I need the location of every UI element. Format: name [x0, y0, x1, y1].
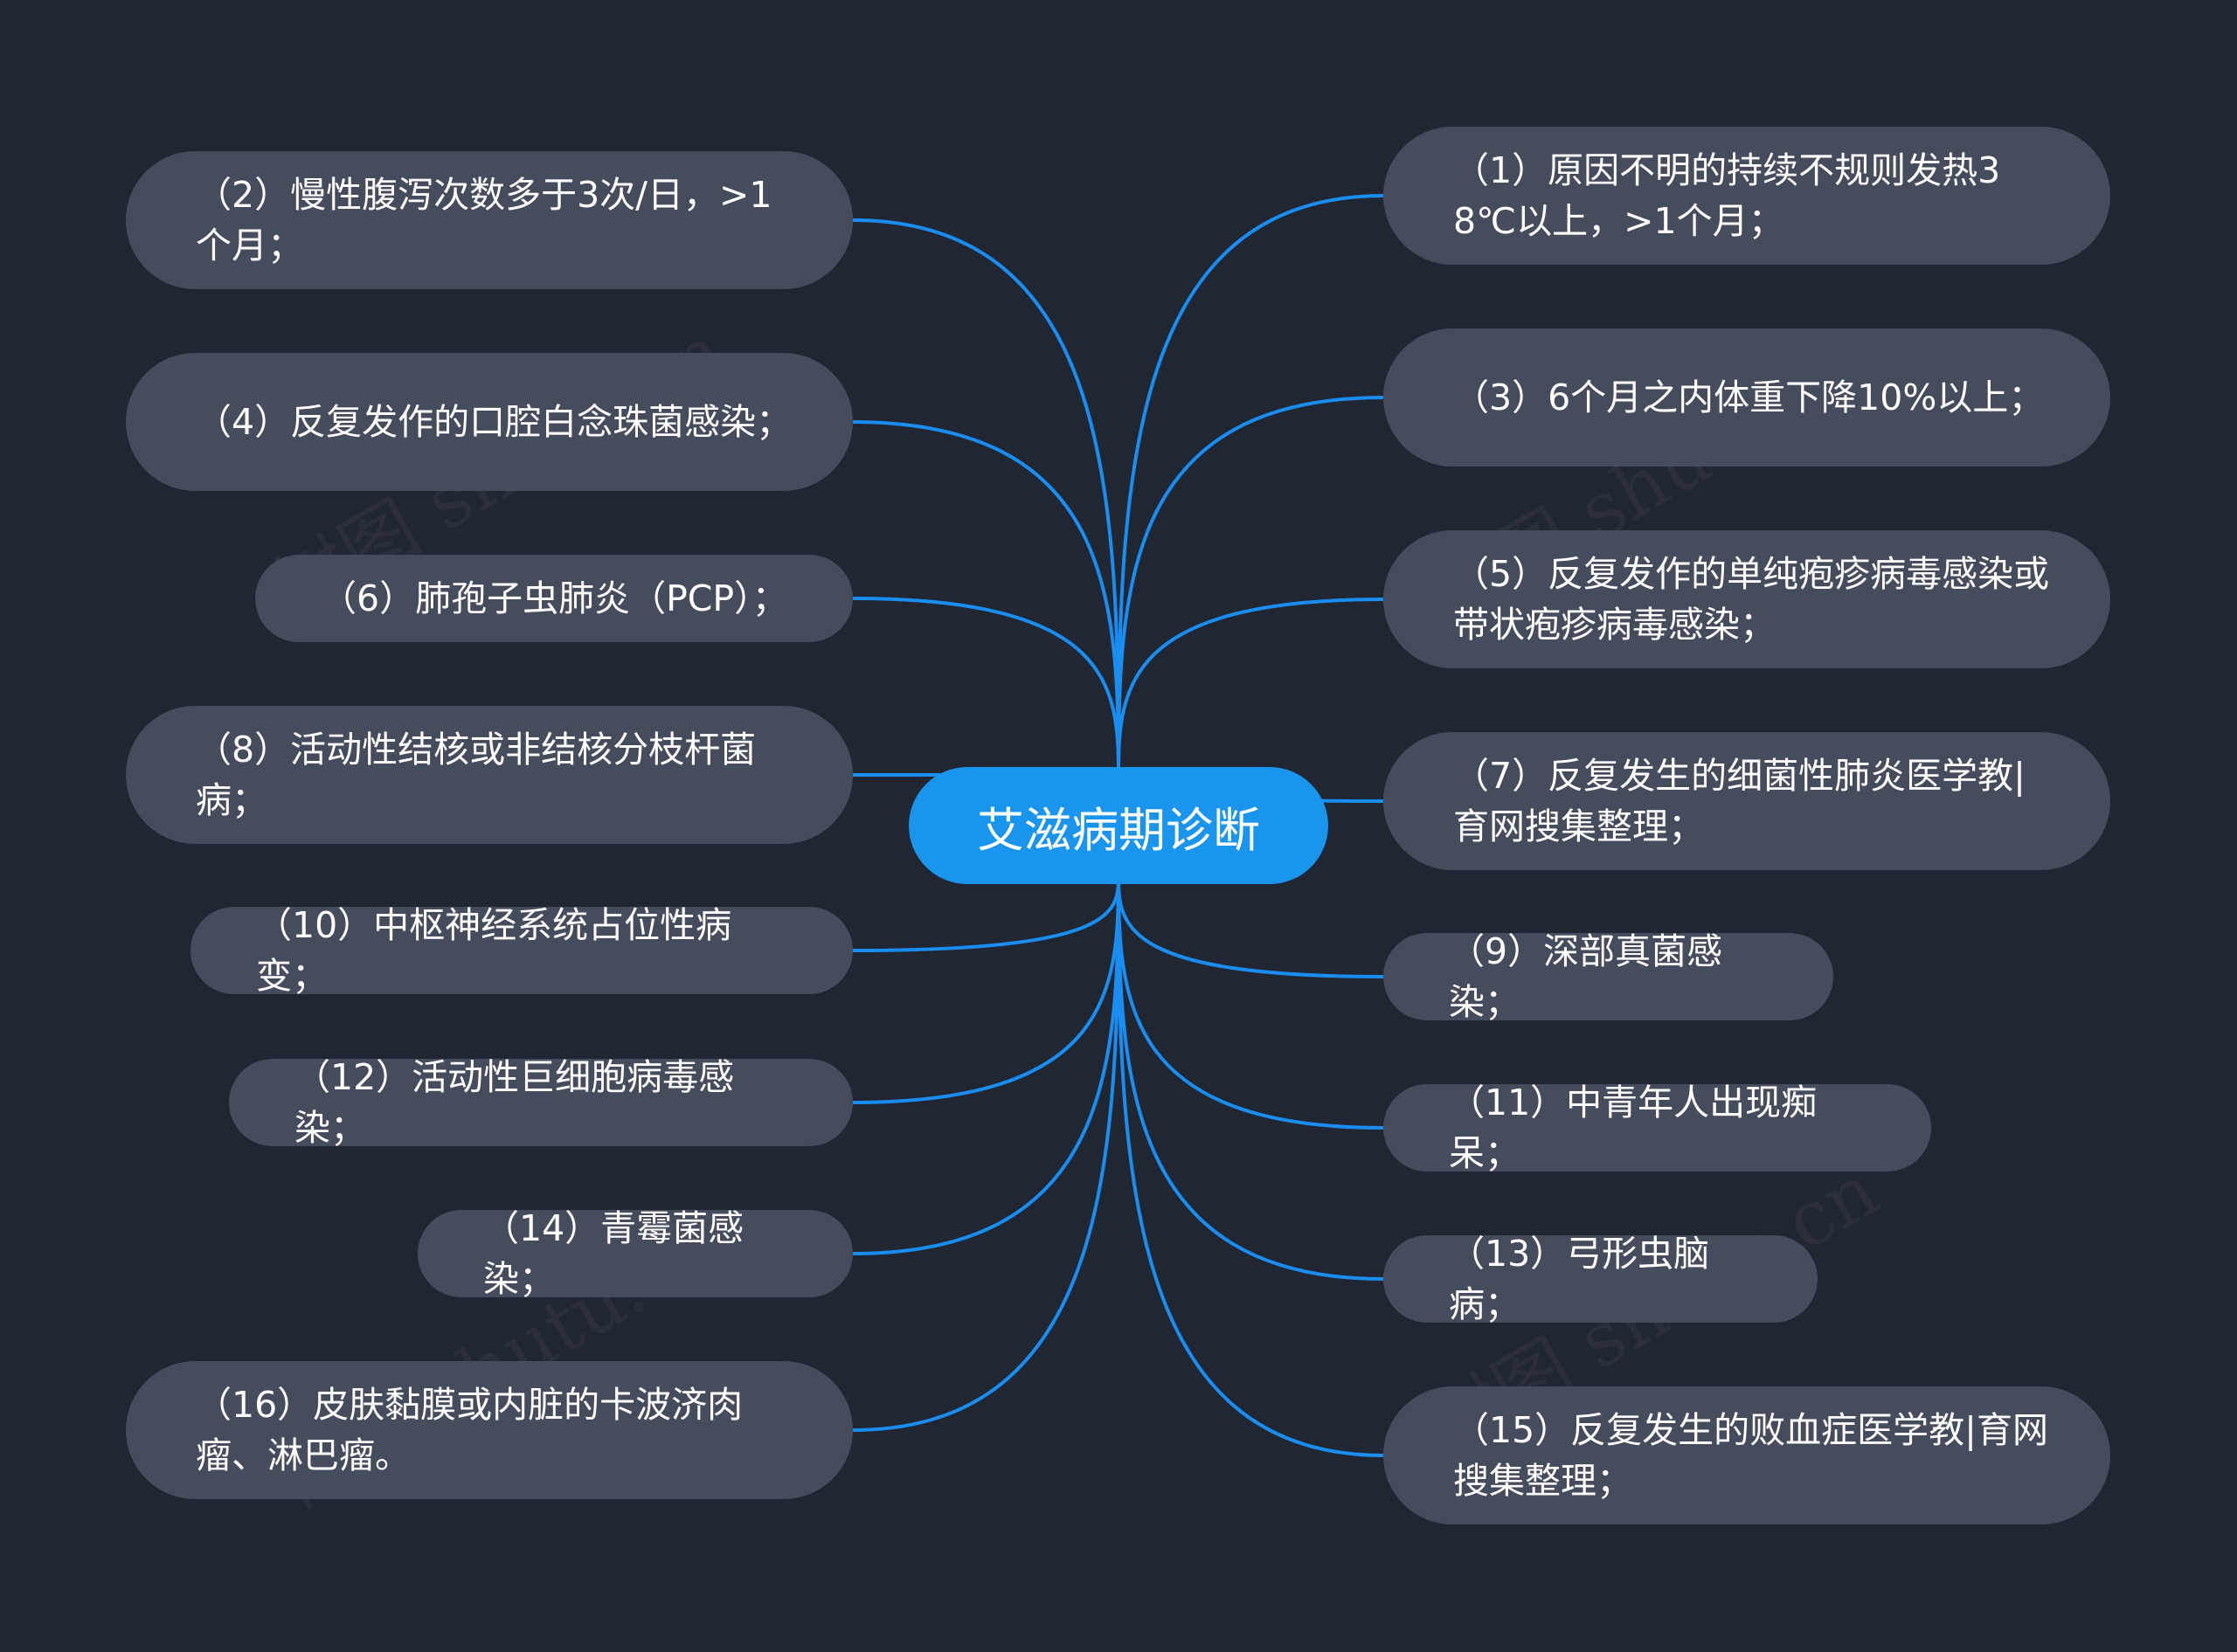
branch-label: （16）皮肤黏膜或内脏的卡波济肉瘤、淋巴瘤。 — [196, 1384, 744, 1476]
branch-label: （4）反复发作的口腔白念珠菌感染； — [196, 401, 793, 443]
branch-node-7[interactable]: （7）反复发生的细菌性肺炎医学教|育网搜集整理； — [1383, 732, 2110, 870]
branch-node-10[interactable]: （10）中枢神经系统占位性病变； — [190, 904, 853, 997]
branch-label: （7）反复发生的细菌性肺炎医学教|育网搜集整理； — [1453, 755, 2026, 847]
branch-node-8[interactable]: （8）活动性结核或非结核分枝杆菌病； — [126, 706, 853, 844]
connector-n13 — [1117, 877, 1384, 1281]
branch-node-2[interactable]: （2）慢性腹泻次数多于3次/日，>1个月； — [126, 151, 853, 289]
branch-node-11[interactable]: （11）中青年人出现痴呆； — [1383, 1082, 1931, 1174]
branch-label: （6）肺孢子虫肺炎（PCP）； — [321, 577, 788, 619]
connector-n12 — [852, 877, 1120, 1104]
connector-n15 — [1117, 877, 1384, 1457]
branch-node-9[interactable]: （9）深部真菌感染； — [1383, 930, 1833, 1023]
connector-n1 — [1117, 194, 1384, 774]
branch-label: （15）反复发生的败血症医学教|育网搜集整理； — [1453, 1409, 2048, 1502]
branch-label: （12）活动性巨细胞病毒感染； — [294, 1056, 735, 1149]
central-topic[interactable]: 艾滋病期诊断 — [909, 767, 1328, 884]
branch-node-6[interactable]: （6）肺孢子虫肺炎（PCP）； — [255, 555, 853, 642]
branch-node-13[interactable]: （13）弓形虫脑病； — [1383, 1233, 1818, 1325]
branch-node-4[interactable]: （4）反复发作的口腔白念珠菌感染； — [126, 353, 853, 491]
branch-label: （11）中青年人出现痴呆； — [1449, 1082, 1818, 1174]
branch-label: （5）反复发作的单纯疱疹病毒感染或带状疱疹病毒感染； — [1453, 553, 2050, 646]
connector-n14 — [852, 877, 1120, 1255]
branch-node-3[interactable]: （3）6个月之内体重下降10%以上； — [1383, 328, 2110, 467]
connector-n9 — [1117, 877, 1384, 978]
branch-node-15[interactable]: （15）反复发生的败血症医学教|育网搜集整理； — [1383, 1386, 2110, 1524]
branch-label: （8）活动性结核或非结核分枝杆菌病； — [196, 729, 757, 821]
branch-label: （1）原因不明的持续不规则发热38℃以上，>1个月； — [1453, 149, 2001, 242]
branch-label: （14）青霉菌感染； — [483, 1207, 745, 1300]
connector-n2 — [852, 218, 1120, 774]
branch-node-16[interactable]: （16）皮肤黏膜或内脏的卡波济肉瘤、淋巴瘤。 — [126, 1361, 853, 1499]
branch-label: （2）慢性腹泻次数多于3次/日，>1个月； — [196, 174, 772, 266]
connector-n6 — [852, 597, 1120, 774]
branch-node-5[interactable]: （5）反复发作的单纯疱疹病毒感染或带状疱疹病毒感染； — [1383, 530, 2110, 668]
branch-label: （9）深部真菌感染； — [1449, 930, 1723, 1023]
connector-n16 — [852, 877, 1120, 1432]
branch-label: （13）弓形虫脑病； — [1449, 1233, 1710, 1325]
branch-label: （3）6个月之内体重下降10%以上； — [1453, 377, 2045, 418]
branch-node-12[interactable]: （12）活动性巨细胞病毒感染； — [229, 1056, 853, 1149]
connector-n3 — [1117, 396, 1384, 774]
connector-n10 — [852, 877, 1120, 952]
central-topic-label: 艾滋病期诊断 — [977, 802, 1260, 858]
branch-node-1[interactable]: （1）原因不明的持续不规则发热38℃以上，>1个月； — [1383, 127, 2110, 265]
connector-n4 — [852, 420, 1120, 774]
branch-node-14[interactable]: （14）青霉菌感染； — [418, 1207, 853, 1300]
branch-label: （10）中枢神经系统占位性病变； — [256, 904, 732, 997]
connector-n11 — [1117, 877, 1384, 1130]
connector-n5 — [1117, 598, 1384, 774]
